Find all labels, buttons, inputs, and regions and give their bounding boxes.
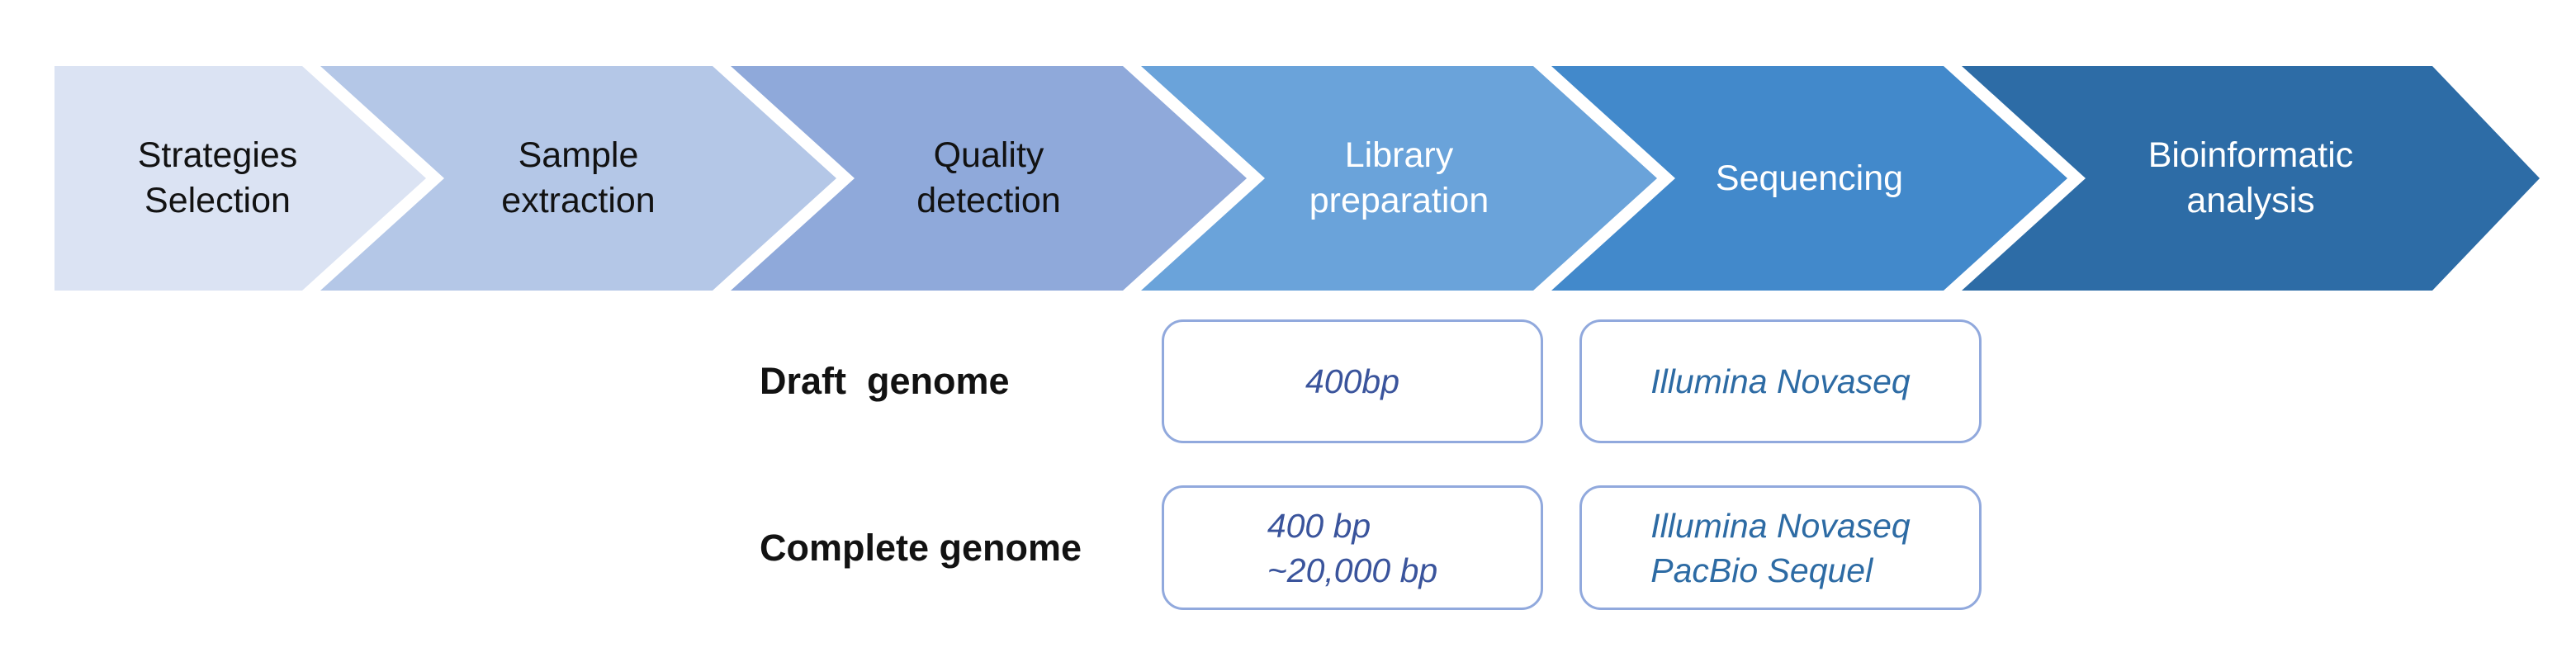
draft-genome-sequencing-value: Illumina Novaseq: [1650, 362, 1911, 400]
chevron-quality-detection: Quality detection: [731, 66, 1247, 291]
chevron-label-sample-extraction: Sample extraction: [501, 135, 656, 220]
row-label-draft-genome: Draft genome: [760, 360, 1010, 402]
row-label-complete-genome: Complete genome: [760, 526, 1082, 569]
draft-genome-library-prep-value: 400bp: [1305, 362, 1399, 400]
chevron-label-quality-detection: Quality detection: [916, 135, 1061, 220]
chevron-label-sequencing: Sequencing: [1715, 158, 1904, 198]
draft-genome-library-prep-box: 400bp: [1162, 319, 1543, 443]
chevron-label-strategies-selection: Strategies Selection: [137, 135, 298, 220]
chevron-sample-extraction: Sample extraction: [320, 66, 836, 291]
complete-genome-library-prep-box: 400 bp ~20,000 bp: [1162, 485, 1543, 610]
complete-genome-sequencing-box: Illumina Novaseq PacBio Sequel: [1579, 485, 1982, 610]
chevron-label-bioinformatic-analysis: Bioinformatic analysis: [2147, 135, 2354, 220]
chevron-label-library-preparation: Library preparation: [1309, 135, 1489, 220]
complete-genome-sequencing-value: Illumina Novaseq PacBio Sequel: [1650, 506, 1911, 589]
complete-genome-library-prep-value: 400 bp ~20,000 bp: [1267, 506, 1438, 589]
chevron-bioinformatic-analysis: Bioinformatic analysis: [1962, 66, 2540, 291]
draft-genome-sequencing-box: Illumina Novaseq: [1579, 319, 1982, 443]
